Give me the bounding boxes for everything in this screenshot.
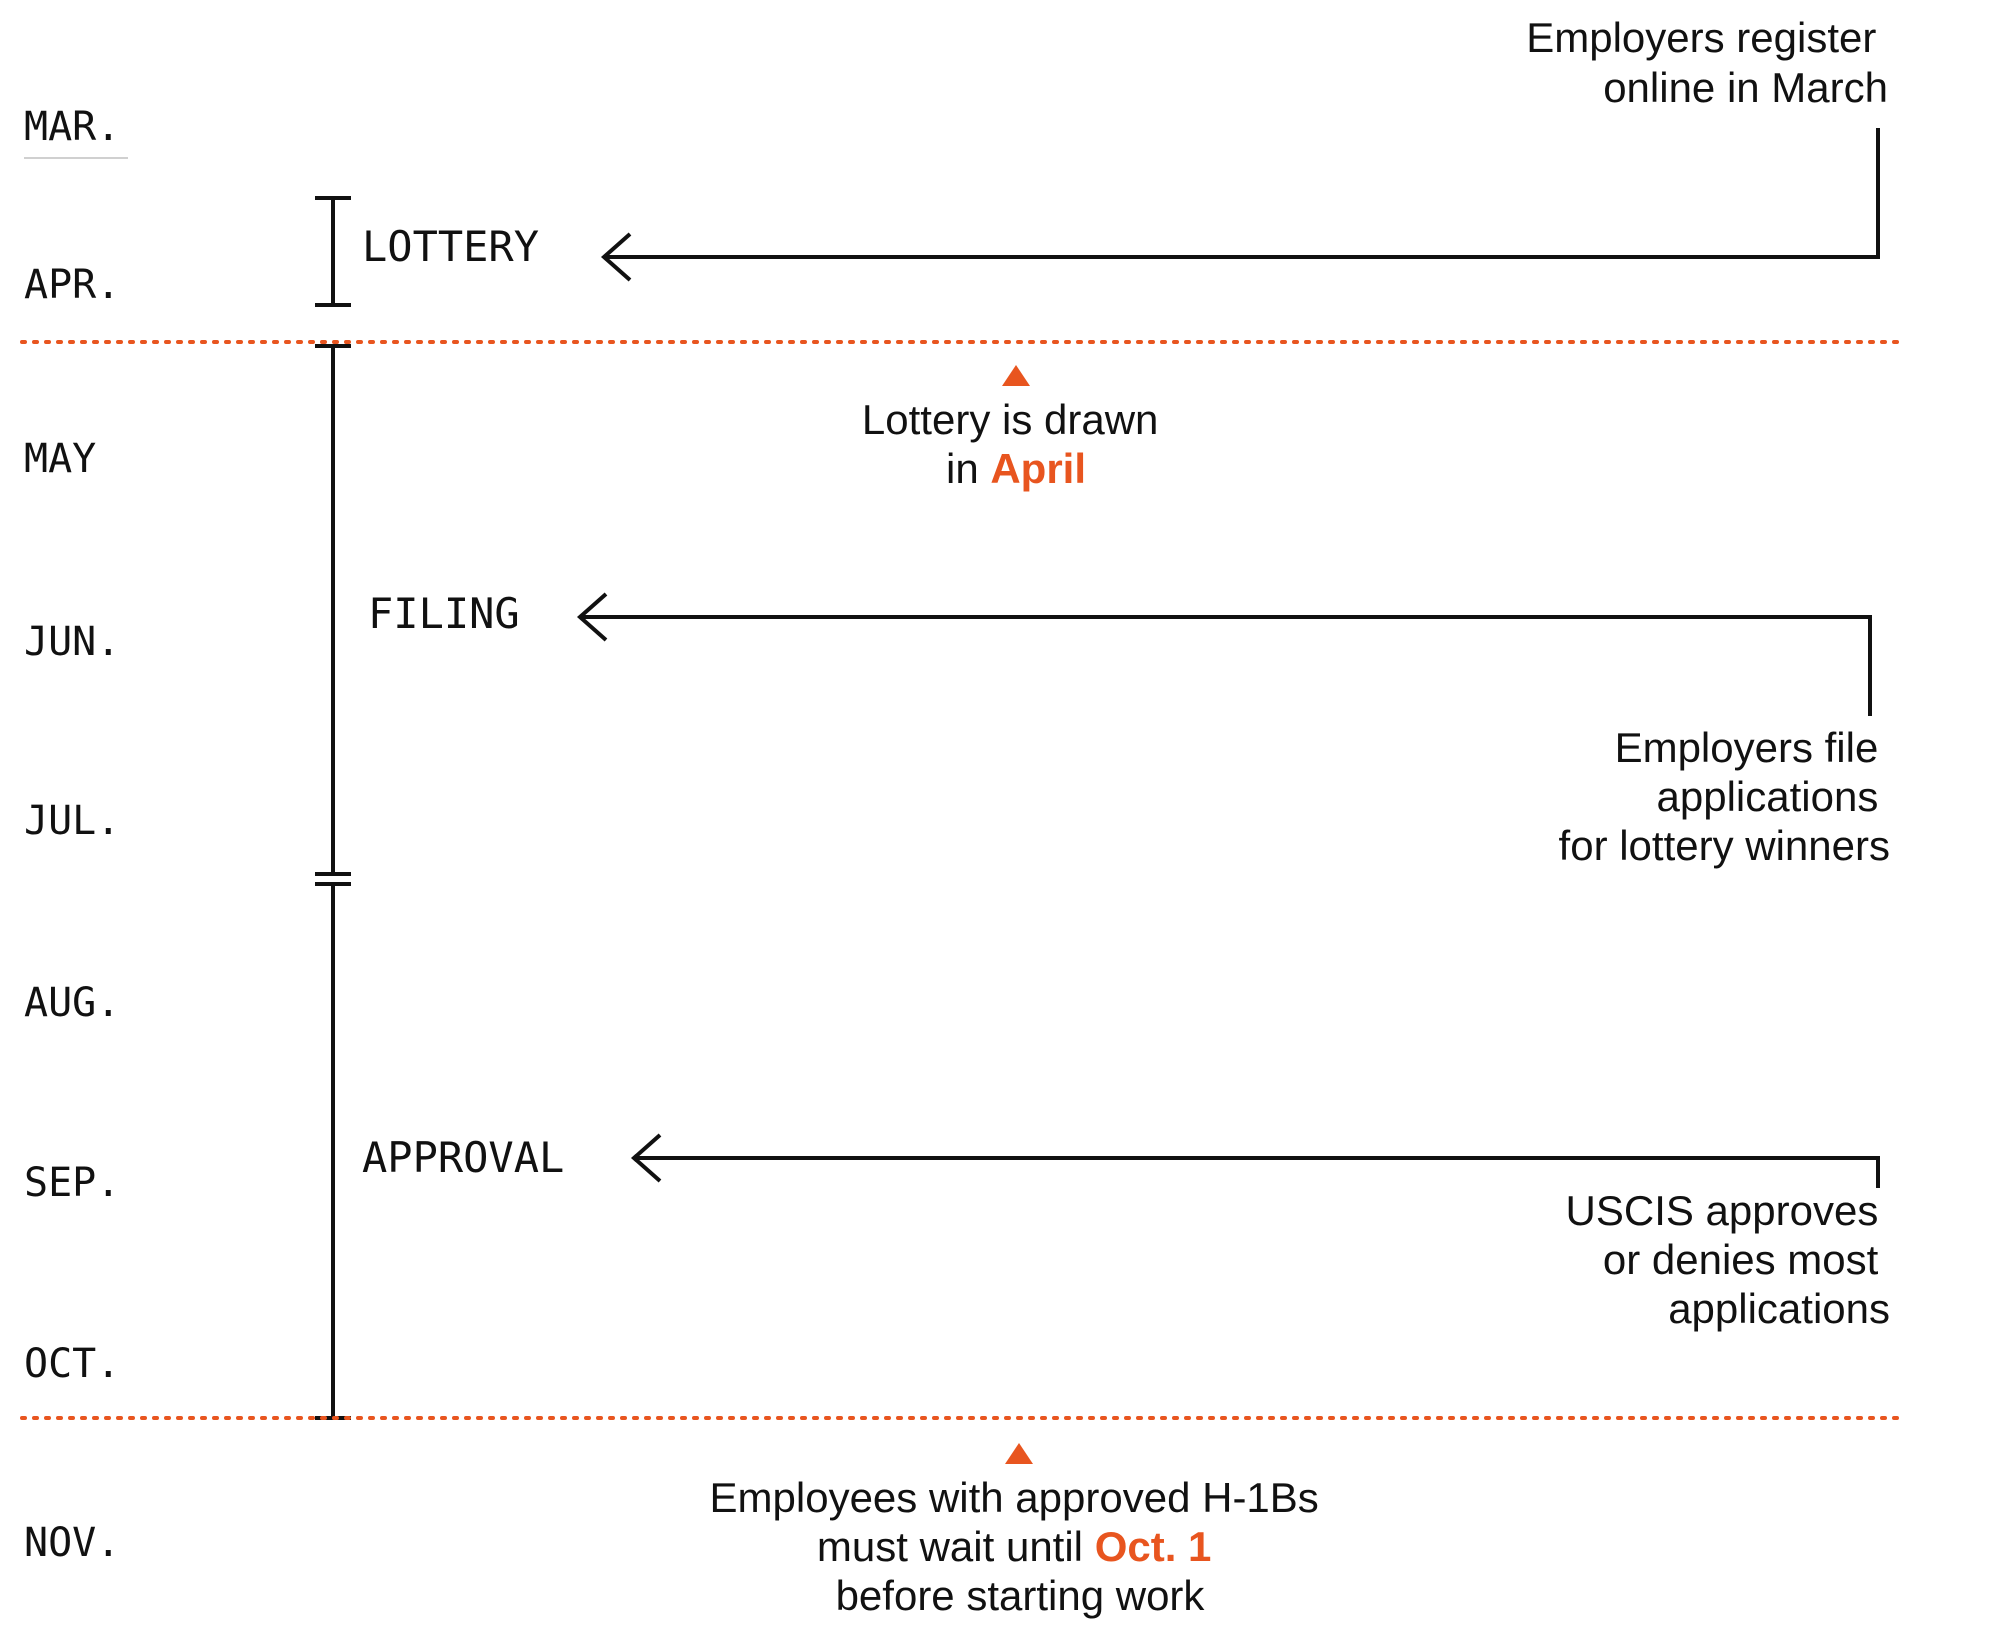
note-uscis-line-1: USCIS approves xyxy=(1566,1187,1879,1234)
note-wait-line-2: must wait until Oct. 1 xyxy=(817,1523,1211,1570)
note-file-line-3: for lottery winners xyxy=(1559,822,1890,869)
month-label-jul: JUL. xyxy=(24,798,120,844)
approval-arrow-line xyxy=(634,1156,1880,1188)
note-lottery-drawn-line-1: Lottery is drawn xyxy=(862,396,1158,443)
note-lottery-drawn: Lottery is drawn in April xyxy=(862,396,1170,492)
note-wait-line-3: before starting work xyxy=(836,1572,1206,1619)
month-label-nov: NOV. xyxy=(24,1520,120,1566)
arrow-head-icon xyxy=(600,232,632,282)
note-file: Employers file applications for lottery … xyxy=(1559,724,1890,869)
month-label-jun: JUN. xyxy=(24,619,120,665)
month-label-sep: SEP. xyxy=(24,1160,120,1206)
phase-brackets xyxy=(315,196,351,1420)
approval-arrow xyxy=(630,1133,1880,1188)
phase-label-filing: FILING xyxy=(368,589,520,638)
triangle-marker-icon xyxy=(1002,365,1030,386)
note-uscis-line-2: or denies most xyxy=(1603,1236,1879,1283)
month-label-oct: OCT. xyxy=(24,1341,120,1387)
month-label-may: MAY xyxy=(24,436,96,482)
note-lottery-drawn-accent: April xyxy=(990,445,1086,492)
month-label-aug: AUG. xyxy=(24,980,120,1026)
note-register-line-2: online in March xyxy=(1603,64,1888,111)
month-axis: MAR. APR. MAY JUN. JUL. AUG. SEP. OCT. N… xyxy=(24,104,128,1566)
note-lottery-drawn-line-2: in April xyxy=(946,445,1086,492)
note-lottery-drawn-prefix: in xyxy=(946,445,990,492)
filing-arrow-line xyxy=(580,615,1872,716)
month-label-mar: MAR. xyxy=(24,104,120,150)
lottery-arrow xyxy=(600,128,1880,282)
note-file-line-1: Employers file xyxy=(1615,724,1879,771)
lottery-arrow-line xyxy=(604,128,1880,259)
note-register-line-1: Employers register xyxy=(1526,14,1876,61)
triangle-marker-icon xyxy=(1005,1443,1033,1464)
phase-label-approval: APPROVAL xyxy=(362,1133,564,1182)
note-file-line-2: applications xyxy=(1657,773,1879,820)
note-wait-line-1: Employees with approved H-1Bs xyxy=(710,1474,1319,1521)
note-register: Employers register online in March xyxy=(1526,14,1888,111)
note-wait-prefix: must wait until xyxy=(817,1523,1095,1570)
arrow-head-icon xyxy=(576,592,608,642)
note-wait-accent: Oct. 1 xyxy=(1095,1523,1212,1570)
phase-label-lottery: LOTTERY xyxy=(362,222,539,271)
filing-arrow xyxy=(576,592,1872,716)
note-uscis-line-3: applications xyxy=(1668,1285,1890,1332)
arrow-head-icon xyxy=(630,1133,662,1183)
note-uscis: USCIS approves or denies most applicatio… xyxy=(1566,1187,1890,1332)
month-label-apr: APR. xyxy=(24,262,120,308)
note-wait: Employees with approved H-1Bs must wait … xyxy=(710,1474,1331,1619)
